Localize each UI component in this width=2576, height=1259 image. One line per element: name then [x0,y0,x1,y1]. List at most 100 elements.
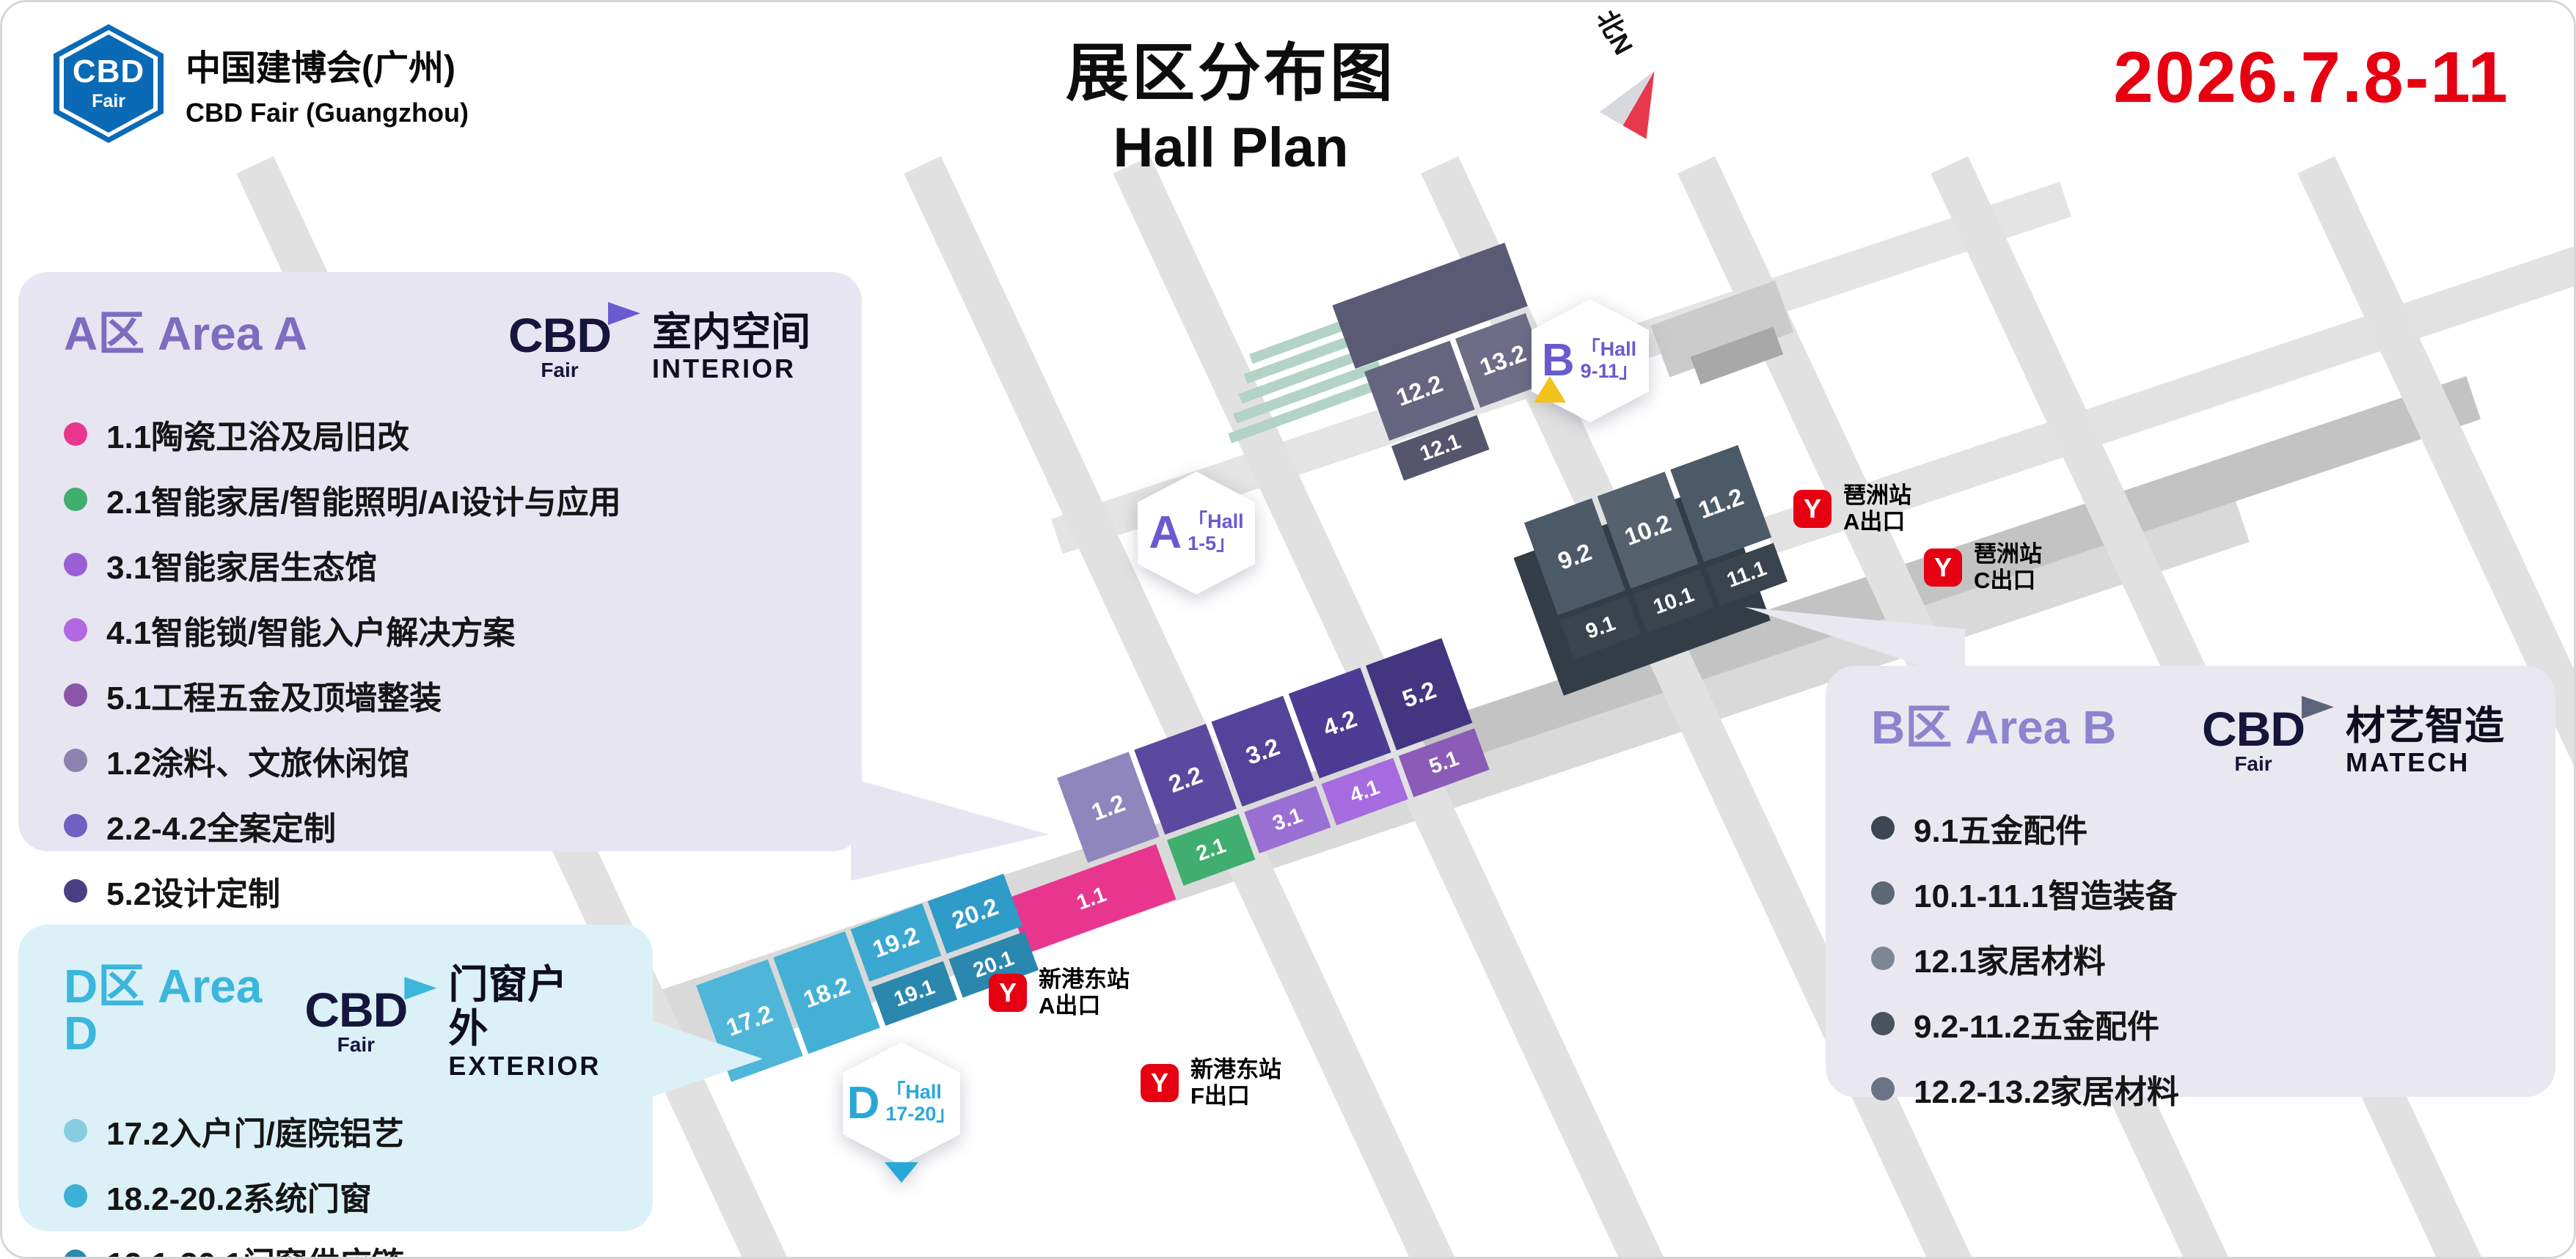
legend-dot [64,813,87,837]
legend-label: 12.2-13.2家居材料 [1914,1073,2179,1110]
badge-letter: D [846,1078,880,1128]
legend-label: 9.1五金配件 [1914,812,2088,849]
panel-area-d: D区 Area D CBD Fair 门窗户外 EXTERIOR 17.2入户门… [18,925,763,1257]
metro-icon: Y [1793,489,1832,528]
legend-label: 5.1工程五金及顶墙整装 [106,680,442,716]
metro-icon: Y [989,973,1027,1012]
legend-item: 12.2-13.2家居材料 [1871,1065,2555,1112]
legend-item: 9.1五金配件 [1871,804,2555,851]
legend-item: 19.1-20.1门窗供应链 [64,1238,653,1257]
fair-name-en: CBD Fair (Guangzhou) [186,98,469,128]
metro-station-name: 琶洲站 [1974,541,2042,567]
legend-item: 1.1陶瓷卫浴及局旧改 [64,411,862,458]
legend-area-a: 1.1陶瓷卫浴及局旧改 2.1智能家居/智能照明/AI设计与应用 3.1智能家居… [18,411,862,914]
legend-dot [64,1249,87,1257]
metro-exit-pazhou-a: Y 琶洲站 A出口 [1793,482,1911,535]
legend-label: 18.2-20.2系统门窗 [106,1181,372,1218]
badge-pointer-tail [885,1162,918,1183]
legend-item: 18.2-20.2系统门窗 [64,1172,653,1219]
cbd-logo-sub: Fair [541,358,579,381]
legend-label: 9.2-11.2五金配件 [1914,1008,2160,1045]
cbd-logo-sub: Fair [2234,752,2272,775]
cbd-logo-text: CBD [508,308,612,363]
badge-hall-line1: 「Hall [1580,338,1637,361]
badge-letter: A [1149,507,1182,558]
legend-dot [64,487,87,511]
hexagon-badge: A 「Hall 1-5」 [1138,471,1255,595]
cbd-logo-text: CBD [2202,702,2305,757]
metro-station-name: 新港东站 [1190,1057,1281,1082]
legend-label: 2.2-4.2全案定制 [106,810,336,847]
legend-label: 3.1智能家居生态馆 [106,549,378,586]
panel-a-title: A区 Area A [64,307,307,360]
legend-item: 10.1-11.1智造装备 [1871,870,2555,917]
legend-item: 4.1智能锁/智能入户解决方案 [64,606,862,653]
legend-dot [1871,1076,1895,1101]
legend-label: 5.2设计定制 [106,876,281,912]
logo-brand-text: CBD [72,53,145,89]
metro-exit-name: C出口 [1974,567,2036,593]
badge-hall-line2: 9-11」 [1580,360,1639,382]
legend-dot [1871,815,1895,840]
legend-dot [1871,1011,1895,1035]
panel-area-a: A区 Area A CBD Fair 室内空间 INTERIOR 1.1陶瓷卫浴… [18,272,1049,912]
legend-label: 1.1陶瓷卫浴及局旧改 [106,419,410,455]
badge-hall-line1: 「Hall [1188,510,1244,533]
cbd-fair-hexagon-logo: CBD Fair [54,24,164,143]
metro-icon: Y [1141,1063,1179,1102]
badge-hall-line1: 「Hall [885,1081,942,1104]
legend-item: 2.2-4.2全案定制 [64,802,862,849]
category-name-cn: 材艺智造 [2346,704,2504,748]
legend-dot [64,878,87,903]
legend-dot [1871,946,1895,970]
legend-area-b: 9.1五金配件 10.1-11.1智造装备 12.1家居材料 9.2-11.2五… [1826,804,2555,1112]
legend-dot [64,748,87,772]
north-label: 北N [1591,5,1639,60]
legend-item: 1.2涂料、文旅休闲馆 [64,737,862,784]
cbd-logo-flag-icon [2302,696,2334,719]
north-arrow-icon [1599,57,1677,139]
legend-label: 12.1家居材料 [1914,943,2106,980]
legend-label: 19.1-20.1门窗供应链 [106,1238,404,1257]
panel-area-b: B区 Area B CBD Fair 材艺智造 MATECH 9.1五金配件 1… [1745,607,2555,1110]
legend-item: 5.1工程五金及顶墙整装 [64,672,862,719]
panel-d-title: D区 Area D [64,960,263,1060]
legend-label: 2.1智能家居/智能照明/AI设计与应用 [106,484,621,521]
page-title-en: Hall Plan [1113,117,1349,179]
legend-dot [64,617,87,642]
category-name-en: INTERIOR [652,353,797,384]
legend-dot [64,683,87,707]
legend-dot [64,1184,87,1208]
legend-item: 2.1智能家居/智能照明/AI设计与应用 [64,476,862,523]
metro-exit-name: A出口 [1039,992,1101,1018]
metro-exit-name: F出口 [1190,1082,1250,1109]
north-arrow-right [1599,57,1677,139]
legend-dot [1871,881,1895,905]
category-name-en: MATECH [2346,747,2470,778]
cbd-logo-flag-icon [404,977,437,1000]
brand-header: CBD Fair 中国建博会(广州) CBD Fair (Guangzhou) [54,24,469,143]
legend-dot [64,552,87,576]
cbd-logo-sub: Fair [337,1032,376,1056]
page-title: 展区分布图 Hall Plan [919,21,1543,180]
metro-station-name: 琶洲站 [1843,482,1911,508]
hexagon-badge: B 「Hall 9-11」 [1532,299,1649,422]
logo-sub-text: Fair [92,90,125,111]
fair-name-cn: 中国建博会(广州) [186,49,455,88]
metro-icon: Y [1924,548,1962,587]
legend-item: 12.1家居材料 [1871,935,2555,982]
category-name-en: EXTERIOR [448,1050,601,1081]
legend-dot [64,422,87,446]
legend-label: 4.1智能锁/智能入户解决方案 [106,614,516,651]
badge-hall-line2: 1-5」 [1188,532,1237,554]
cbd-logo-text: CBD [304,983,408,1038]
metro-station-name: 新港东站 [1039,966,1130,992]
legend-item: 3.1智能家居生态馆 [64,541,862,588]
category-name-cn: 室内空间 [652,310,811,354]
badge-letter: B [1541,335,1575,386]
legend-label: 1.2涂料、文旅休闲馆 [106,745,410,782]
legend-dot [64,1119,87,1143]
cbd-fair-exterior-logo: CBD Fair 门窗户外 EXTERIOR [304,963,601,1081]
cbd-logo-flag-icon [608,302,640,326]
